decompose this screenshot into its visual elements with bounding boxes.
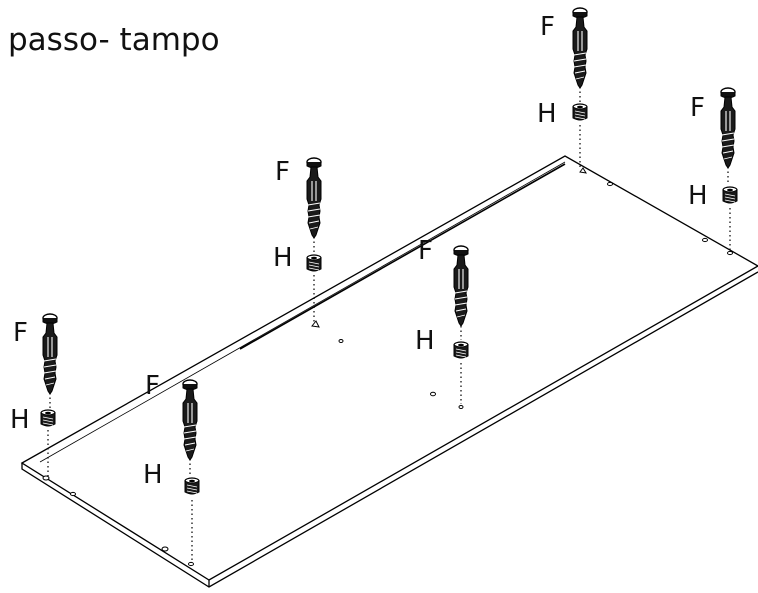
guide-lines	[47, 87, 731, 562]
insert-4	[453, 341, 469, 359]
label-h: H	[415, 326, 435, 356]
label-f: F	[540, 12, 555, 42]
insert-1	[40, 409, 56, 427]
label-h: H	[688, 181, 708, 211]
label-f: F	[275, 157, 290, 187]
panel	[20, 155, 758, 588]
label-h: H	[10, 405, 30, 435]
insert-3	[306, 254, 322, 272]
insert-2	[184, 477, 200, 495]
label-h: H	[537, 99, 557, 129]
insert-6	[722, 186, 738, 204]
label-f: F	[418, 236, 433, 266]
bolt-6	[720, 87, 736, 169]
label-h: H	[143, 460, 163, 490]
bolt-1	[42, 313, 58, 395]
insert-5	[572, 103, 588, 121]
bolt-5	[572, 7, 588, 89]
step-title: passo- tampo	[8, 22, 220, 58]
label-f: F	[690, 93, 705, 123]
label-h: H	[273, 243, 293, 273]
label-f: F	[13, 318, 28, 348]
panel-holes	[42, 167, 733, 567]
label-f: F	[145, 371, 160, 401]
bolt-3	[306, 157, 322, 239]
